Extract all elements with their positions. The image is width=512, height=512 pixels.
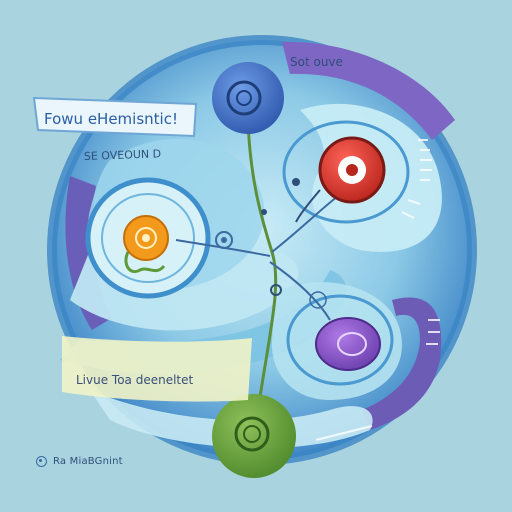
lower-banner-text: Livue Toa deeneltet (76, 373, 194, 387)
top-right-tag-text: Sot ouve (290, 55, 343, 69)
top-banner-text: Fowu eHemisntic! (44, 110, 178, 128)
swirl-bottom (90, 390, 373, 449)
green-node (212, 394, 296, 478)
left-arc-label: SE OVEOUN D (84, 147, 162, 163)
lower-right-cell-membrane (286, 294, 394, 386)
left-arc-text: SE OVEOUN D (84, 147, 162, 163)
circle-dot-icon (36, 455, 47, 467)
footer: Ra MiaBGnint (36, 452, 123, 470)
blue-node (212, 62, 284, 134)
right-cell-membrane (282, 120, 410, 224)
purple-band-right (362, 297, 442, 430)
top-right-tag: Sot ouve (290, 55, 343, 69)
main-stem (246, 119, 278, 411)
footer-text: Ra MiaBGnint (53, 455, 123, 467)
purple-band-top (282, 41, 455, 140)
right-scribble-marks (315, 139, 440, 441)
lower-banner: Livue Toa deeneltet (62, 336, 252, 402)
top-banner: Fowu eHemisntic! (32, 96, 198, 138)
purple-node (315, 317, 381, 371)
